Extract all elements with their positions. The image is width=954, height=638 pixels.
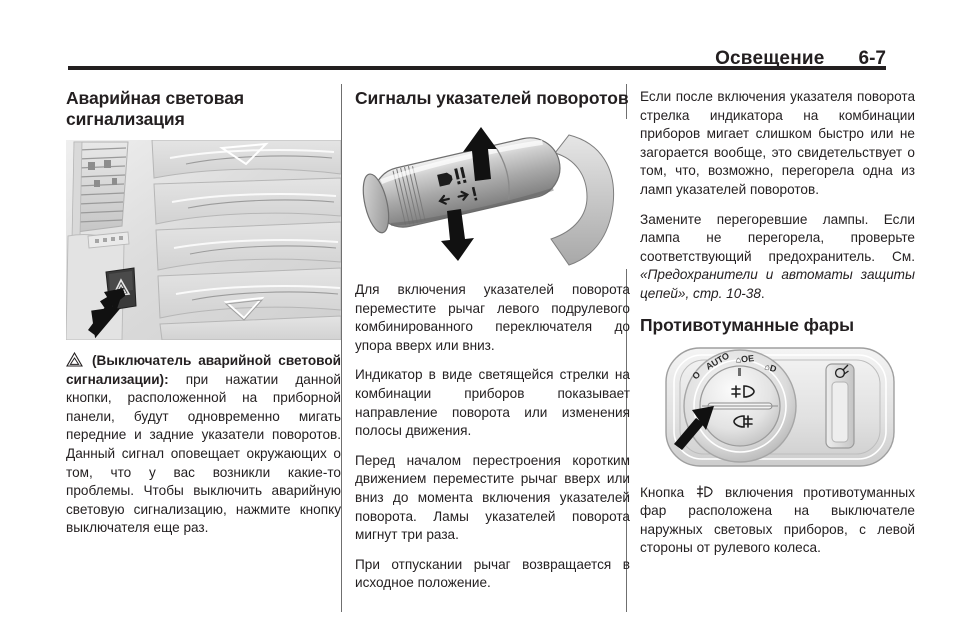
header-rule: [68, 66, 886, 70]
paragraph-fog-button-location: Кнопка включения противотуманных фар рас…: [640, 484, 915, 558]
column-divider-left: [341, 84, 342, 612]
page-number: 6-7: [858, 48, 886, 69]
heading-turn-signals: Сигналы указателей поворотов: [355, 88, 629, 108]
paragraph-turn-activate: Для включения указателей поворота переме…: [355, 282, 630, 353]
fuse-cross-reference: «Предохранители и автоматы защиты цепей»…: [640, 267, 915, 301]
paragraph-hazard-switch: (Выключатель аварийной световой сигнализ…: [66, 351, 341, 538]
paragraph-bulb-failure: Если после включения указателя поворота …: [640, 89, 915, 197]
column-right: Если после включения указателя поворота …: [640, 88, 915, 558]
fog-text-after: включения противотуманных фар расположен…: [640, 484, 915, 556]
dashboard-hazard-button-photo: [66, 140, 341, 340]
paragraph-lane-change: Перед началом перестроения коротким движ…: [355, 452, 630, 543]
fuse-text-before: Замените перегоревшие лампы. Если лампа …: [640, 211, 915, 264]
heading-fog-lamps: Противотуманные фары: [640, 314, 854, 335]
turn-signal-stalk-illustration: [355, 119, 630, 269]
paragraph-turn-indicator: Индикатор в виде светящейся стрелки на к…: [355, 367, 630, 439]
column-divider-right: [626, 84, 627, 612]
svg-text:⌂D: ⌂D: [763, 361, 778, 374]
column-left: Аварийная световая сигнализация: [66, 88, 341, 538]
page-title: Освещение: [715, 48, 825, 69]
headlamp-rotary-switch-illustration: O AUTO ⌂OE ⌂D: [640, 343, 915, 472]
fog-text-before: Кнопка: [640, 484, 695, 500]
fog-lamp-icon: [696, 484, 713, 500]
paragraph-lever-return: При отпускании рычаг возвращается в исхо…: [355, 556, 630, 591]
hazard-switch-text: при нажатии данной кнопки, расположенной…: [66, 371, 341, 536]
page-header: Освещение 6-7: [68, 30, 886, 70]
hazard-switch-bold-label: (Выключатель аварийной световой сигнализ…: [66, 353, 341, 387]
svg-text:O: O: [690, 369, 702, 381]
paragraph-fuse-check: Замените перегоревшие лампы. Если лампа …: [640, 211, 915, 304]
heading-hazard-warning: Аварийная световая сигнализация: [66, 88, 244, 129]
fuse-text-after: .: [760, 285, 765, 301]
svg-text:⌂OE: ⌂OE: [735, 353, 754, 365]
column-middle: Сигналы указателей поворотов: [355, 88, 630, 593]
hazard-triangle-icon: [66, 351, 83, 367]
